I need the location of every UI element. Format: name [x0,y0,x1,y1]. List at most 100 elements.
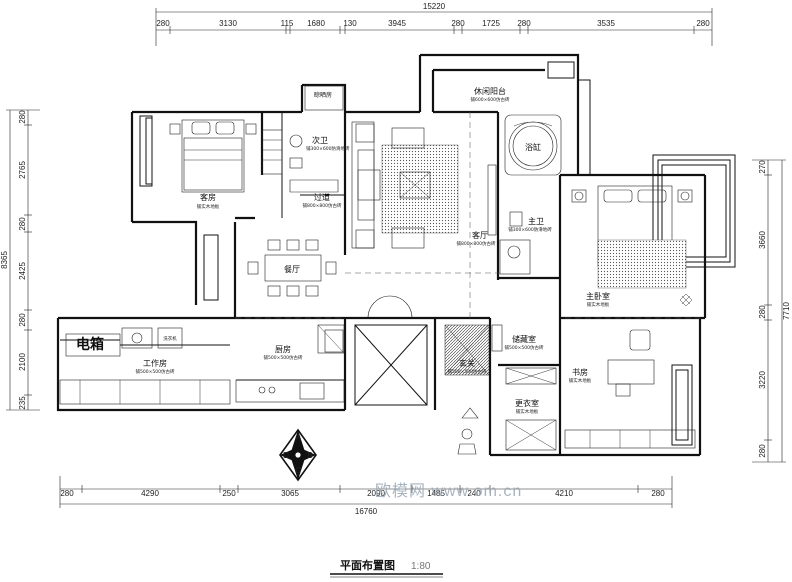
room-appliance-name: 洗衣机 [163,335,177,342]
dim-left-2: 2765 [18,161,27,179]
kitchen-counters [235,324,345,403]
room-storage-note: 铺500×500仿古砖 [505,344,544,351]
room-kitchen-note: 铺500×500仿古砖 [264,354,303,361]
room-master-note: 铺实木地板 [587,301,610,308]
compass-a: A [295,433,301,442]
room-bathtub-name: 浴缸 [525,142,541,152]
room-dressing-note: 铺实木地板 [516,408,539,415]
room-dressing-name: 更衣室 [515,398,539,408]
dim-bottom-7: 240 [467,489,481,498]
storage-shelves [491,324,557,451]
room-labels: 客房 铺实木地板 次卫 铺300×600防滑地砖 晾晒房 休闲阳台 铺600×6… [65,86,610,415]
core-shaft [324,295,428,406]
room-guest-note: 铺实木地板 [197,203,220,210]
dim-right-row: 270 3660 280 3220 280 [758,160,767,458]
master-bath-fixtures [499,211,531,275]
compass-d: D [283,451,289,460]
dim-top-7: 280 [451,19,465,28]
dim-bottom-3: 250 [222,489,236,498]
room-workroom-name: 工作房 [143,358,167,368]
dim-top-2: 3130 [219,19,237,28]
room-storage-name: 储藏室 [512,334,536,344]
dim-right-5: 280 [758,444,767,458]
room-master-bath-name: 主卫 [528,216,544,226]
dim-bottom-4: 3065 [281,489,299,498]
dim-top-8: 1725 [482,19,500,28]
room-living-note: 铺800×800仿古砖 [457,240,496,247]
study-desk [564,329,696,449]
room-living-name: 客厅 [472,230,488,240]
living-sofa-set [351,121,497,249]
entry-figure [457,428,477,455]
room-bath2-note: 铺300×600防滑地砖 [306,145,350,152]
dim-top-4: 1680 [307,19,325,28]
dim-right-3: 280 [758,305,767,319]
dim-top-5: 130 [343,19,357,28]
room-electric-name: 电箱 [76,336,104,353]
room-corridor-name: 过道 [314,192,330,202]
dim-bottom-total: 16760 [355,507,378,516]
dim-top-3: 115 [281,19,294,28]
dim-left-total: 8365 [0,251,9,269]
dim-top-9: 280 [517,19,531,28]
dim-right-2: 3660 [758,231,767,249]
secondary-lines [60,61,736,446]
dim-top-10: 3535 [597,19,615,28]
room-laundry-name: 晾晒房 [314,91,332,99]
dim-bottom-9: 280 [651,489,665,498]
room-balcony-name: 休闲阳台 [474,86,506,96]
compass-b: B [307,451,312,460]
entry-cabinet [444,324,490,419]
dim-left-1: 280 [18,110,27,124]
dim-top-row: 280 3130 115 1680 130 3945 280 1725 280 … [156,19,710,28]
room-study-name: 书房 [572,367,588,377]
dining-table [247,239,337,297]
room-kitchen-name: 厨房 [275,344,291,354]
room-entry-note: 铺500×500仿古砖 [448,368,487,375]
room-workroom-note: 铺500×500仿古砖 [136,368,175,375]
dim-left-4: 2425 [18,262,27,280]
plan-scale: 1:80 [411,561,431,572]
dim-bottom-1: 280 [60,489,74,498]
dim-right-total: 7710 [782,302,791,320]
electric-box-frame [65,333,121,357]
dashed-guides [235,112,700,319]
master-bed [571,185,693,307]
dim-left-row: 280 2765 280 2425 280 2100 235 [18,110,27,410]
dim-top-6: 3945 [388,19,406,28]
dim-top-1: 280 [156,19,170,28]
dim-left-5: 280 [18,313,27,327]
dim-left-3: 280 [18,217,27,231]
room-master-bath-note: 铺300×600防滑地砖 [508,226,552,233]
dimension-lines [6,8,786,508]
compass-c: C [295,466,301,475]
room-entry-name: 玄关 [459,358,475,368]
dim-left-6: 2100 [18,353,27,371]
dim-bottom-5: 2090 [367,489,385,498]
room-dining-name: 餐厅 [284,265,300,274]
dim-bottom-8: 4210 [555,489,573,498]
dim-top-11: 280 [696,19,710,28]
bathtub [504,114,562,176]
compass-symbol: A B C D [279,428,317,482]
room-corridor-note: 铺800×800仿古砖 [303,202,342,209]
watermark-text: 欧模网 www.om.cn [375,482,522,500]
room-bath2-name: 次卫 [312,135,328,145]
dim-top-total: 15220 [423,2,446,11]
footer: 平面布置图 1:80 [330,558,443,578]
dim-right-1: 270 [758,160,767,174]
workroom-fixtures [59,327,231,405]
dim-right-4: 3220 [758,371,767,389]
room-master-name: 主卧室 [586,291,610,301]
dim-left-7: 235 [18,396,27,410]
plan-title: 平面布置图 [340,558,395,572]
dim-bottom-row: 280 4290 250 3065 2090 1485 240 4210 280 [60,489,665,498]
dim-bottom-6: 1485 [427,489,445,498]
guest-bed [169,119,283,193]
room-balcony-note: 铺600×600仿古砖 [471,96,510,103]
bath2-fixtures [289,85,344,193]
room-study-note: 铺实木地板 [569,377,592,384]
dim-bottom-2: 4290 [141,489,159,498]
room-guest-name: 客房 [200,192,216,202]
